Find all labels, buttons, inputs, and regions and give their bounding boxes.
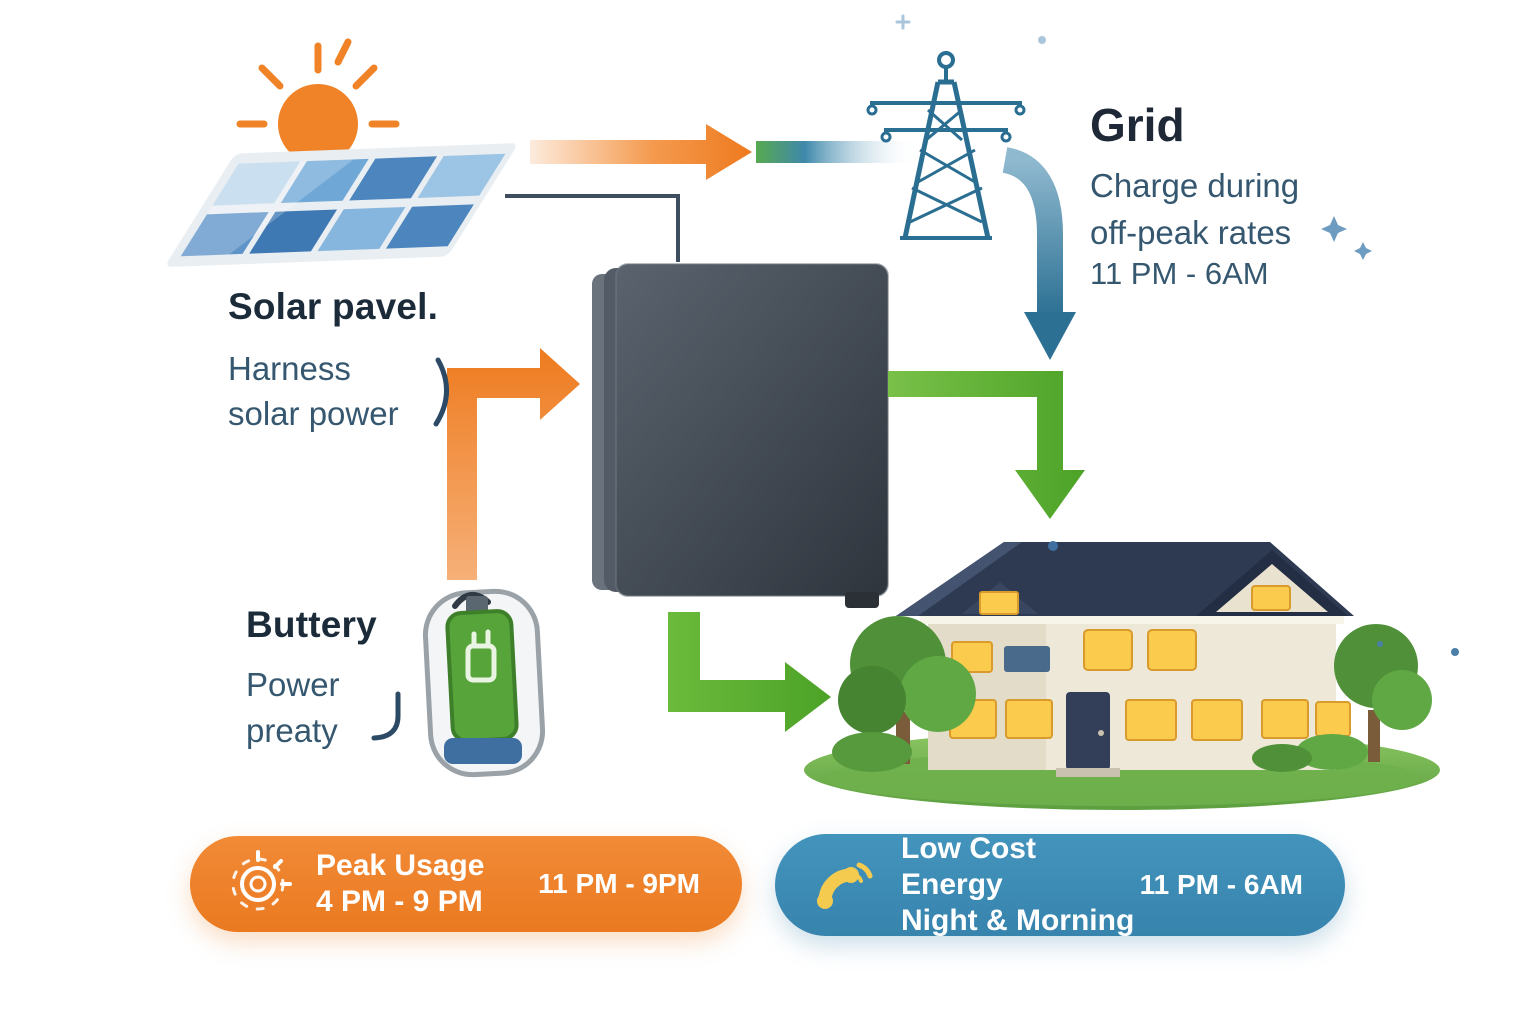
battery-unit [592, 263, 889, 608]
low-cost-energy-time: 11 PM - 6AM [1139, 869, 1303, 900]
solar-panel-label: Solar pavel. [228, 286, 439, 327]
solar-panel-icon [167, 143, 516, 267]
battery-charger-icon [422, 588, 546, 778]
grid-band [756, 141, 918, 163]
low-cost-energy-title: Low Cost Energy Night & Morning [901, 832, 1135, 937]
low-cost-energy-badge: Low Cost Energy Night & Morning 11 PM - … [775, 832, 1345, 937]
grid-to-battery-arrow [1001, 147, 1076, 360]
battery-to-house-arrow-bottom [668, 612, 831, 732]
home-illustration [804, 542, 1440, 810]
battery-desc-bracket [371, 691, 401, 741]
grid-offpeak-time: 11 PM - 6AM [1090, 256, 1269, 291]
solar-to-battery-line [505, 194, 680, 262]
sun-burst-icon [222, 848, 294, 920]
charge-up-arrow [447, 348, 580, 580]
sparkle-icons [895, 14, 1459, 656]
battery-to-house-arrow-right [888, 371, 1085, 519]
peak-usage-time: 11 PM - 9PM [538, 868, 700, 899]
solar-desc-bracket [433, 357, 449, 427]
grid-description: Charge during off-peak rates [1090, 167, 1300, 251]
grid-title: Grid [1090, 99, 1185, 151]
battery-description: Power preaty [246, 666, 340, 749]
peak-usage-badge: Peak Usage 4 PM - 9 PM 11 PM - 9PM [190, 836, 742, 932]
solar-panel-description: Harness solar power [228, 350, 399, 432]
phone-icon [807, 849, 879, 921]
battery-label: Buttery [246, 604, 377, 645]
solar-to-grid-arrow [530, 124, 752, 180]
peak-usage-title: Peak Usage 4 PM - 9 PM [316, 849, 485, 918]
grid-tower-icon [866, 51, 1026, 240]
